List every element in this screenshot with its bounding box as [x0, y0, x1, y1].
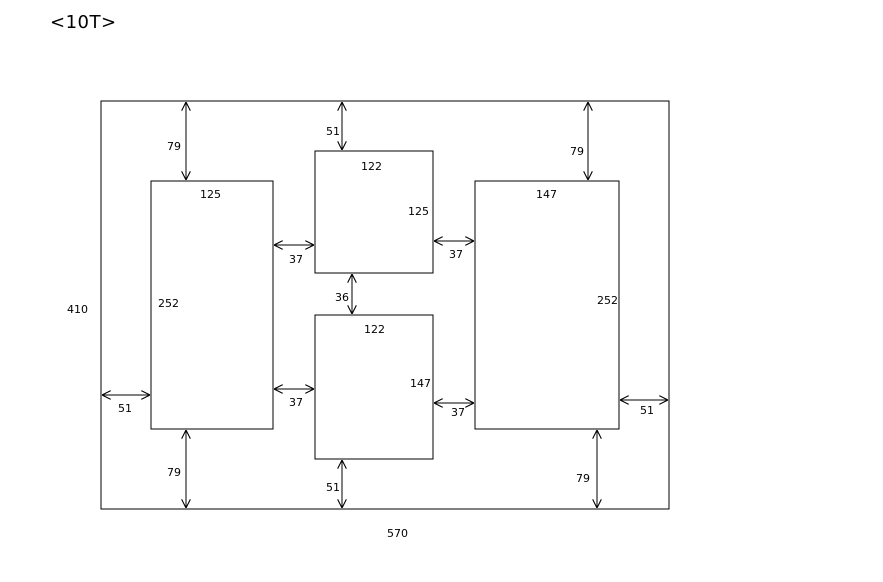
top-middle-box-width-label: 122	[361, 160, 382, 173]
right-box	[474, 180, 620, 430]
outer-frame	[100, 100, 670, 510]
outer-width-label: 570	[387, 527, 408, 540]
bottom-middle-box-width-label: 122	[364, 323, 385, 336]
diagram-title: <10T>	[50, 12, 117, 33]
bottom-middle-box	[314, 314, 434, 460]
gap-label-left-side: 51	[118, 402, 132, 415]
top-middle-box-height-label: 125	[408, 205, 429, 218]
gap-label-middle-top: 51	[326, 125, 340, 138]
gap-label-left-to-top-middle: 37	[289, 253, 303, 266]
gap-label-right-bottom: 79	[576, 472, 590, 485]
gap-label-right-side: 51	[640, 404, 654, 417]
left-box-height-label: 252	[158, 297, 179, 310]
gap-label-right-top: 79	[570, 145, 584, 158]
top-middle-box	[314, 150, 434, 274]
right-box-width-label: 147	[536, 188, 557, 201]
gap-label-middle-between: 36	[335, 291, 349, 304]
outer-height-label: 410	[67, 303, 88, 316]
gap-label-bottom-middle-to-right: 37	[451, 406, 465, 419]
right-box-height-label: 252	[597, 294, 618, 307]
left-box-width-label: 125	[200, 188, 221, 201]
bottom-middle-box-height-label: 147	[410, 377, 431, 390]
gap-label-left-to-bottom-middle: 37	[289, 396, 303, 409]
gap-label-left-bottom: 79	[167, 466, 181, 479]
gap-label-middle-bottom: 51	[326, 481, 340, 494]
left-box	[150, 180, 274, 430]
gap-label-left-top: 79	[167, 140, 181, 153]
gap-label-top-middle-to-right: 37	[449, 248, 463, 261]
